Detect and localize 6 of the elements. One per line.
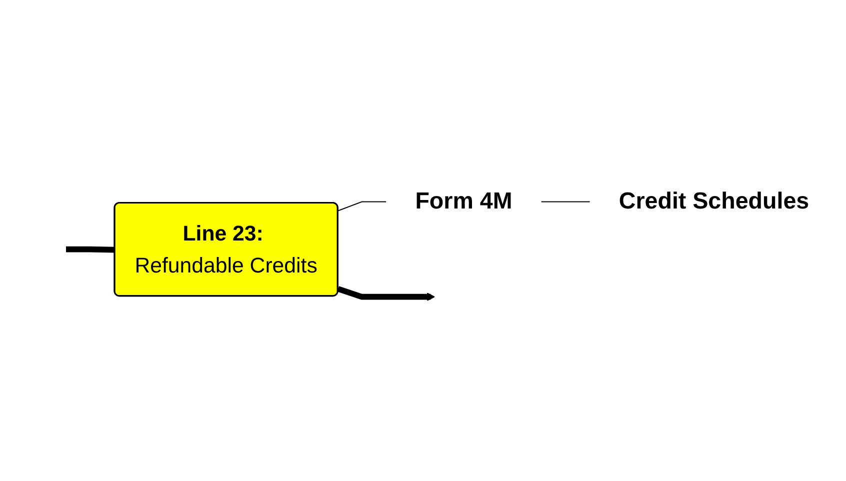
node-text: Form 4M bbox=[415, 188, 512, 214]
connector bbox=[540, 201, 590, 202]
arrow bbox=[337, 286, 435, 302]
node-text: Credit Schedules bbox=[618, 188, 810, 214]
connector bbox=[66, 246, 116, 253]
connector bbox=[338, 201, 387, 212]
